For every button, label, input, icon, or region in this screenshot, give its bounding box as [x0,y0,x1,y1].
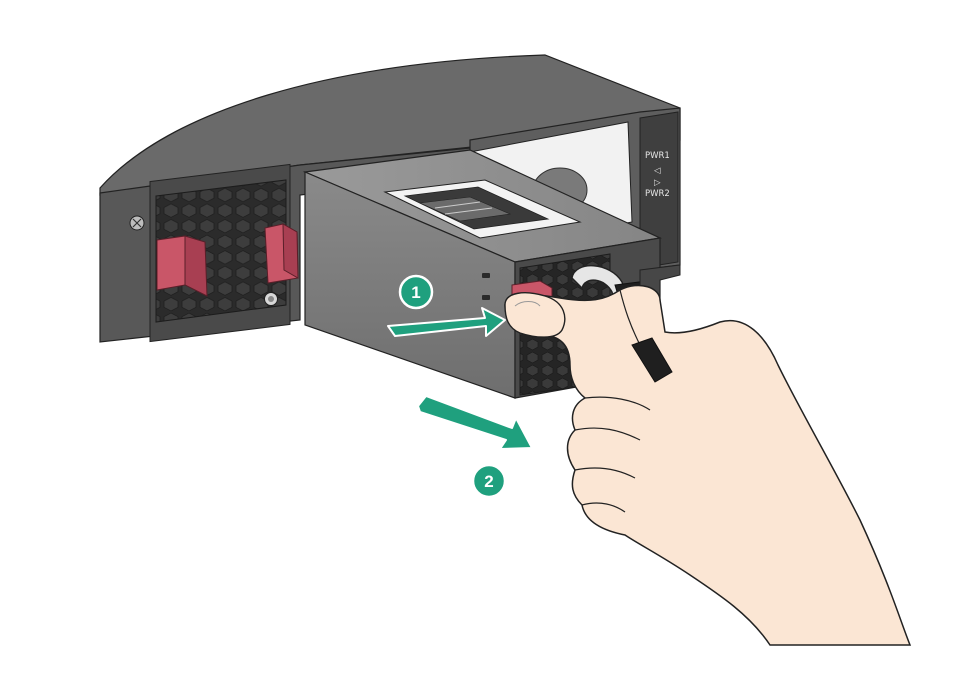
step-1-number: 1 [411,283,420,302]
step-2-number: 2 [484,472,493,491]
label-arrow-left: ◁ [654,166,661,176]
label-pwr2: PWR2 [645,189,670,199]
hand-thumb [504,292,566,338]
handle-grip [631,337,673,383]
label-stripe [444,207,493,215]
chassis-top [99,54,681,196]
arrow-icon [387,307,506,337]
label-arrow-right: ▷ [654,178,661,188]
label-stripe [434,201,481,209]
finger-line [574,467,636,479]
hand [504,284,912,646]
label-panel [639,111,679,269]
finger-line [581,502,626,513]
latch-left-b [264,223,299,284]
finger-line [619,289,641,346]
hand-palm [504,284,912,646]
finger-line [584,396,651,411]
arrow-icon [417,395,533,450]
module-label-detail [418,196,512,222]
module-vent-slot [482,295,490,300]
screw-icon [129,215,145,231]
module-vent-slot [482,273,490,278]
finger-line [574,427,641,441]
thumb-nail [514,301,541,307]
screw-icon [264,292,278,306]
label-pwr1: PWR1 [645,151,670,161]
step-2-callout: 2 [471,463,507,499]
step-1-callout: 1 [398,274,434,310]
latch-left-a [156,235,208,297]
